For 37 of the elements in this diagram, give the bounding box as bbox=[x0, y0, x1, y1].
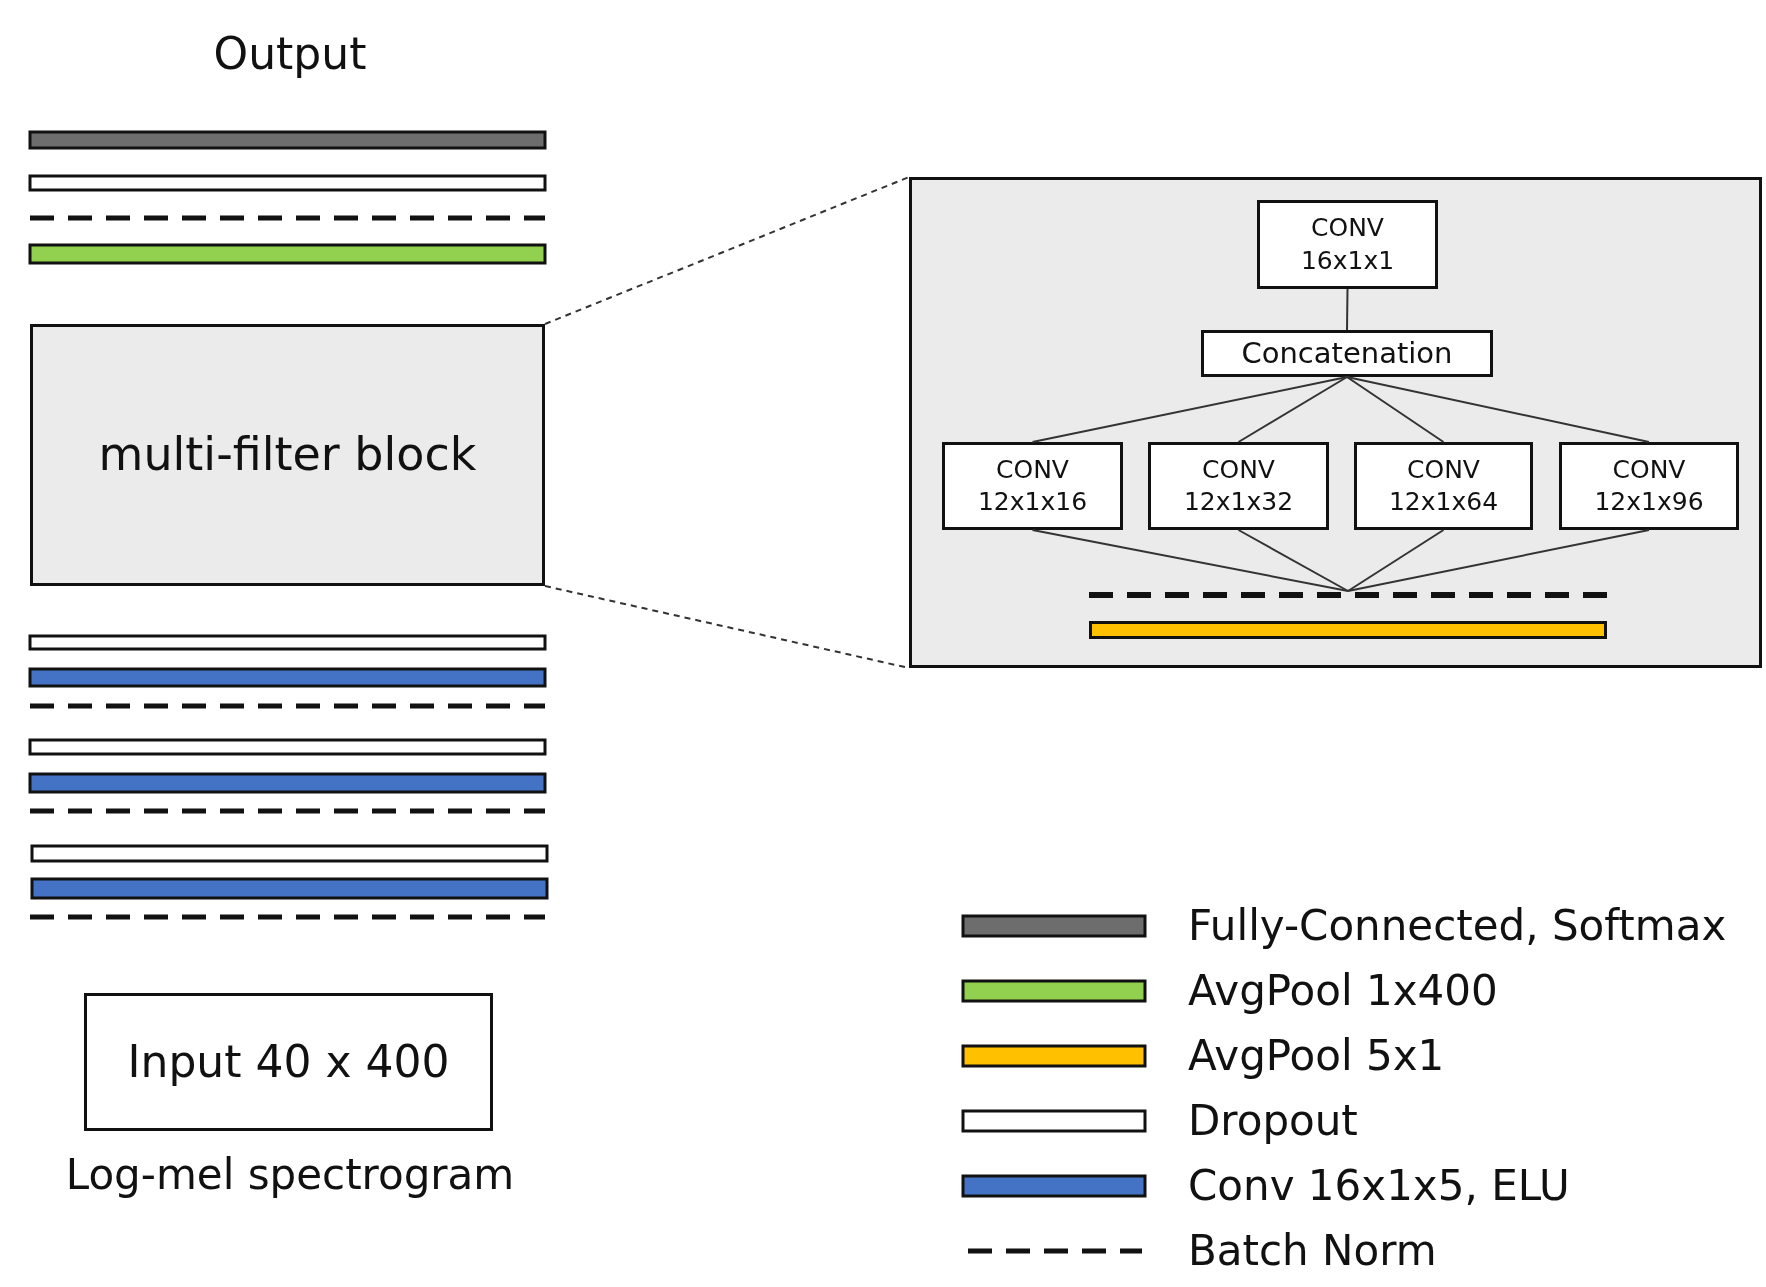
layer-box bbox=[1148, 442, 1329, 530]
connector-line bbox=[1346, 376, 1445, 443]
layer-bar bbox=[1089, 621, 1607, 639]
connector-line bbox=[1237, 376, 1348, 443]
legend-label: Batch Norm bbox=[1188, 1225, 1437, 1277]
layer-label: CONV 16x1x1 bbox=[1299, 212, 1396, 277]
zoom-panel bbox=[909, 177, 1762, 668]
layer-box bbox=[942, 442, 1123, 530]
dashed-line bbox=[1089, 591, 1607, 599]
layer-label: CONV 12x1x96 bbox=[1593, 453, 1705, 518]
heading-text: Output bbox=[212, 28, 368, 79]
legend-label: Dropout bbox=[1188, 1095, 1358, 1147]
layer-box bbox=[1559, 442, 1739, 530]
legend-label: Fully-Connected, Softmax bbox=[1188, 900, 1727, 952]
layer-label: multi-filter block bbox=[98, 426, 477, 484]
zoom-line bbox=[544, 176, 910, 325]
caption-text: Log-mel spectrogram bbox=[64, 1150, 516, 1199]
layer-label: CONV 12x1x32 bbox=[1182, 453, 1295, 518]
layer-label: Concatenation bbox=[1241, 334, 1453, 372]
block-box bbox=[30, 324, 545, 586]
connector-line bbox=[1346, 288, 1349, 331]
legend-label: Conv 16x1x5, ELU bbox=[1188, 1160, 1570, 1212]
connector-line bbox=[1347, 529, 1445, 592]
layer-box bbox=[1201, 330, 1493, 377]
connector-line bbox=[1237, 529, 1349, 592]
connector-line bbox=[1031, 376, 1348, 443]
connector-line bbox=[1347, 529, 1650, 592]
layer-label: CONV 12x1x64 bbox=[1387, 453, 1500, 518]
layer-label: CONV 12x1x16 bbox=[976, 453, 1089, 518]
legend-label: AvgPool 5x1 bbox=[1188, 1030, 1445, 1082]
layer-box bbox=[1354, 442, 1533, 530]
input-box bbox=[84, 993, 493, 1131]
layer-box bbox=[1257, 200, 1438, 289]
connector-line bbox=[1346, 376, 1650, 443]
legend-label: AvgPool 1x400 bbox=[1188, 965, 1498, 1017]
layer-label: Input 40 x 400 bbox=[127, 1035, 450, 1090]
connector-line bbox=[1031, 529, 1349, 592]
